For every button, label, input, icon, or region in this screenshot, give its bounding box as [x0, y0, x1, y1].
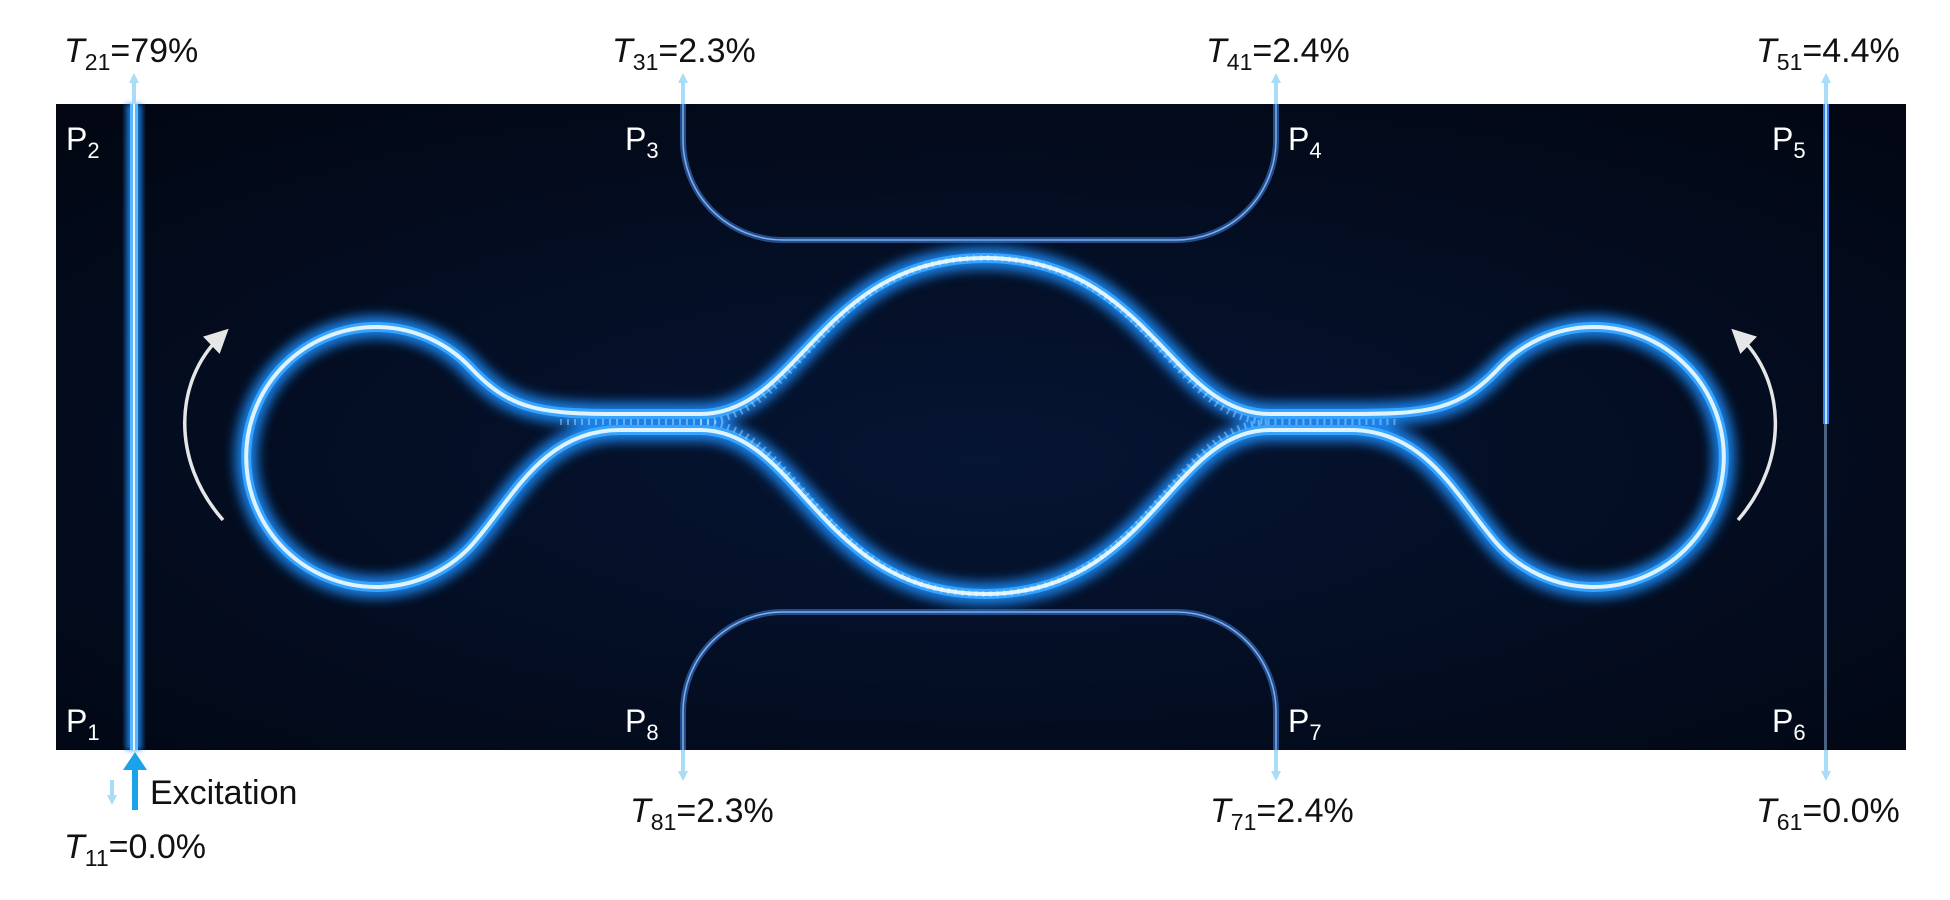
bottom-coupler-waveguide-core [682, 611, 1277, 750]
interference-pattern [560, 254, 1400, 598]
port-label-p8: P8 [625, 703, 659, 745]
field-background [56, 104, 1906, 750]
right-bus-waveguide [1823, 104, 1829, 750]
port-label-p2: P2 [66, 121, 100, 163]
output-coupler-waveguides [680, 104, 1279, 750]
excitation-arrow [123, 752, 147, 810]
transmission-label-t71: T71=2.4% [1210, 792, 1354, 835]
transmission-label-t51: T51=4.4% [1756, 32, 1900, 75]
top-coupler-waveguide-core [682, 104, 1277, 241]
port-label-p6: P6 [1772, 703, 1806, 745]
output-arrows [107, 73, 1831, 805]
transmission-label-t81: T81=2.3% [630, 792, 774, 835]
ccw-rotation-arrow-left [183, 328, 229, 522]
port-label-p3: P3 [625, 121, 659, 163]
transmission-label-t21: T21=79% [64, 32, 198, 75]
transmission-label-t61: T61=0.0% [1756, 792, 1900, 835]
port-label-p7: P7 [1288, 703, 1322, 745]
transmission-label-t11: T11=0.0% [64, 828, 206, 871]
transmission-label-t31: T31=2.3% [612, 32, 756, 75]
transmission-label-t41: T41=2.4% [1206, 32, 1350, 75]
ccw-rotation-arrow-right [1731, 328, 1778, 522]
port-label-p5: P5 [1772, 121, 1806, 163]
excitation-label: Excitation [150, 774, 297, 812]
port-label-p4: P4 [1288, 121, 1322, 163]
left-bus-waveguide [126, 104, 142, 750]
port-label-p1: P1 [66, 703, 100, 745]
